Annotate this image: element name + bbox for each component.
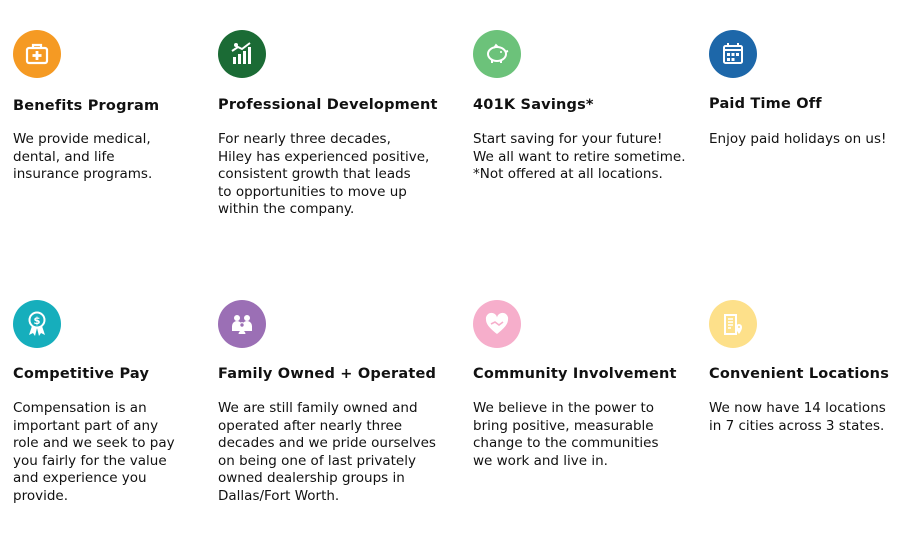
benefit-title: Benefits Program <box>13 98 160 114</box>
building-location-icon <box>709 300 757 348</box>
benefit-title: Competitive Pay <box>13 366 150 382</box>
benefit-title: 401K Savings* <box>473 97 594 113</box>
heart-handshake-icon <box>473 300 521 348</box>
benefit-card-benefits-program: Benefits Program We provide medical, den… <box>13 30 159 184</box>
benefit-title: Community Involvement <box>473 366 677 382</box>
first-aid-kit-icon <box>13 30 61 78</box>
award-ribbon-dollar-icon: $ <box>13 300 61 348</box>
family-icon <box>218 300 266 348</box>
benefit-card-professional-development: Professional Development For nearly thre… <box>218 30 438 219</box>
benefit-description: Enjoy paid holidays on us! <box>709 131 887 147</box>
benefit-card-community-involvement: Community Involvement We believe in the … <box>473 300 677 470</box>
benefit-description: For nearly three decades, Hiley has expe… <box>218 131 430 217</box>
piggy-bank-icon <box>473 30 521 78</box>
benefit-description: We are still family owned and operated a… <box>218 400 436 504</box>
growth-chart-icon <box>218 30 266 78</box>
benefit-title: Professional Development <box>218 97 438 113</box>
benefit-description: We believe in the power to bring positiv… <box>473 400 659 469</box>
benefit-title: Convenient Locations <box>709 366 890 382</box>
benefit-title: Paid Time Off <box>709 96 822 112</box>
calendar-icon <box>709 30 757 78</box>
benefit-card-family-owned: Family Owned + Operated We are still fam… <box>218 300 436 505</box>
benefit-card-401k-savings: 401K Savings* Start saving for your futu… <box>473 30 686 184</box>
benefit-description: We now have 14 locations in 7 cities acr… <box>709 400 886 434</box>
benefit-description: We provide medical, dental, and life ins… <box>13 131 153 182</box>
benefit-description: Start saving for your future! We all wan… <box>473 131 686 182</box>
svg-text:$: $ <box>34 316 41 327</box>
benefit-card-convenient-locations: Convenient Locations We now have 14 loca… <box>709 300 889 435</box>
benefit-title: Family Owned + Operated <box>218 366 437 382</box>
benefit-card-paid-time-off: Paid Time Off Enjoy paid holidays on us! <box>709 30 886 149</box>
benefit-card-competitive-pay: $ Competitive Pay Compensation is an imp… <box>13 300 175 505</box>
benefit-description: Compensation is an important part of any… <box>13 400 175 504</box>
